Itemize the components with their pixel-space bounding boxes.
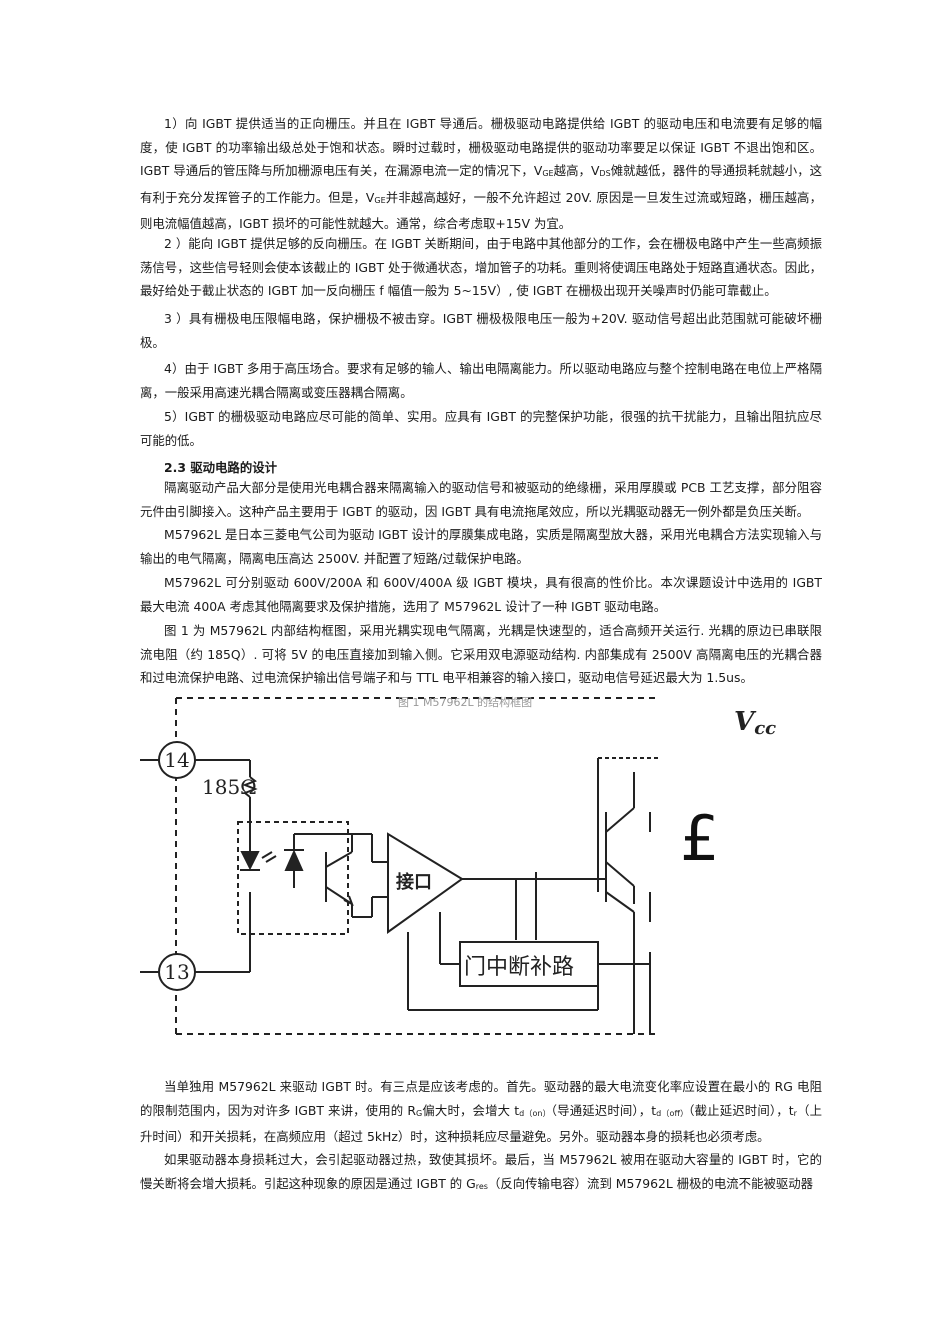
- paragraph-10: 当单独用 M57962L 来驱动 IGBT 时。有三点是应该考虑的。首先。驱动器…: [140, 1075, 822, 1149]
- vcc-label: Vcc: [734, 707, 776, 739]
- gres-subscript: res: [475, 1181, 488, 1191]
- pin-13-label: 13: [164, 960, 189, 984]
- vge-subscript: GE: [542, 169, 554, 178]
- vge-symbol-2: V: [365, 189, 375, 205]
- figure-caption: 图 1 M57962L 的结构框图: [398, 695, 532, 709]
- paragraph-11-b: （反向传输电容）流到 M57962L 栅极的电流不能被驱动器: [487, 1175, 814, 1191]
- interface-label: 接口: [396, 871, 432, 893]
- paragraph-6: 隔离驱动产品大部分是使用光电耦合器来隔离输入的驱动信号和被驱动的绝缘栅，采用厚膜…: [140, 480, 822, 519]
- td-on-subscript: d（on）: [519, 1108, 551, 1118]
- paragraph-1-mid1: 越高，: [553, 163, 591, 178]
- paragraph-4: 4）由于 IGBT 多用于高压场合。要求有足够的输人、输出电隔离能力。所以驱动电…: [140, 361, 822, 400]
- interrupt-block-label: 门中断补路: [464, 955, 574, 980]
- paragraph-11-a: 如果驱动器本身损耗过大，会引起驱动器过热，致使其损坏。最后，当 M57962L …: [140, 1152, 822, 1191]
- paragraph-11: 如果驱动器本身损耗过大，会引起驱动器过热，致使其损坏。最后，当 M57962L …: [140, 1148, 822, 1198]
- vds-subscript: DS: [599, 169, 611, 178]
- vge-symbol: V: [533, 163, 543, 178]
- paragraph-1-mid2: 傩就越低，器件的导通损耗就越小，这有利于充分发挥管子的工作能力。但是，: [140, 163, 823, 205]
- vge-subscript-2: GE: [374, 195, 386, 205]
- section-heading: 2.3 驱动电路的设计: [164, 460, 277, 475]
- paragraph-10-e: （上升时间）和开关损耗，在高频应用（超过 5kHz）时，这种损耗应尽量避免。另外…: [140, 1102, 823, 1145]
- paragraph-1-end: 并非越高越好，一般不允许超过 20V. 原因是一旦发生过流或短路，栅压越高，则电…: [140, 189, 822, 232]
- rg-subscript: G: [416, 1108, 423, 1118]
- paragraph-8: M57962L 可分别驱动 600V/200A 和 600V/400A 级 IG…: [140, 575, 822, 614]
- vds-symbol: V: [590, 163, 600, 178]
- paragraph-3: 3 ）具有栅极电压限幅电路，保护栅极不被击穿。IGBT 栅极极限电压一般为+20…: [140, 311, 822, 350]
- pin-13-circle: [158, 953, 196, 991]
- pin-14-label: 14: [164, 748, 189, 772]
- pound-symbol: £: [680, 802, 719, 875]
- paragraph-10-d: （截止延迟时间），t: [688, 1102, 794, 1118]
- paragraph-7: M57962L 是日本三菱电气公司为驱动 IGBT 设计的厚膜集成电路，实质是隔…: [140, 527, 822, 566]
- paragraph-10-b: 偏大时，会增大 t: [422, 1102, 520, 1118]
- pin-14-circle: [158, 741, 196, 779]
- paragraph-10-c: （导通延迟时间），t: [550, 1102, 657, 1118]
- block-diagram-figure: 14 13 185Ω 接口 门中断补路 图 1 M57962L 的结构框图 Vc…: [140, 692, 780, 1052]
- paragraph-1-text: 1）向 IGBT 提供适当的正向栅压。并且在 IGBT 导通后。栅极驱动电路提供…: [140, 116, 822, 178]
- paragraph-5: 5）IGBT 的栅极驱动电路应尽可能的简单、实用。应具有 IGBT 的完整保护功…: [140, 409, 822, 448]
- paragraph-10-a: 当单独用 M57962L 来驱动 IGBT 时。有三点是应该考虑的。首先。驱动器…: [140, 1079, 822, 1118]
- resistor-label: 185Ω: [202, 775, 257, 799]
- td-off-subscript: d（off）: [656, 1108, 689, 1118]
- paragraph-1: 1）向 IGBT 提供适当的正向栅压。并且在 IGBT 导通后。栅极驱动电路提供…: [140, 112, 822, 236]
- paragraph-2: 2 ）能向 IGBT 提供足够的反向栅压。在 IGBT 关断期间，由于电路中其他…: [140, 236, 822, 298]
- tr-subscript: r: [793, 1108, 797, 1118]
- paragraph-9: 图 1 为 M57962L 内部结构框图，采用光耦实现电气隔离，光耦是快速型的，…: [140, 623, 822, 685]
- block-diagram-svg: 14 13 185Ω 接口 门中断补路 图 1 M57962L 的结构框图 Vc…: [140, 695, 776, 1035]
